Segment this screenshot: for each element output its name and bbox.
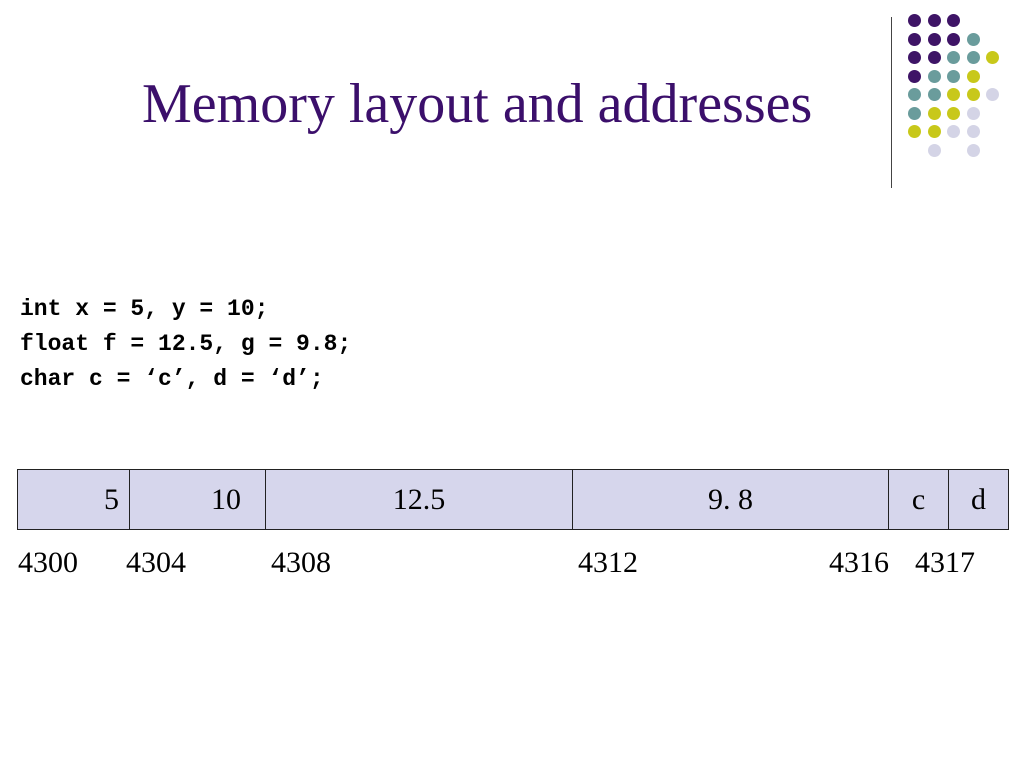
- decor-dot: [927, 69, 941, 83]
- memory-cell-d: d: [949, 470, 1009, 530]
- decor-dot: [947, 106, 960, 120]
- decor-dot: [927, 32, 941, 46]
- decor-dot: [947, 32, 960, 46]
- code-line-float: float f = 12.5, g = 9.8;: [20, 331, 352, 357]
- decor-dot: [927, 14, 941, 27]
- decor-dot: [966, 125, 980, 138]
- decor-dot: [927, 125, 941, 138]
- memory-cell-y: 10: [130, 470, 266, 530]
- decor-dot: [908, 69, 921, 83]
- address-label: 4300: [18, 546, 78, 579]
- decor-dot: [908, 125, 921, 138]
- address-label: 4304: [126, 546, 186, 579]
- decor-dot: [986, 51, 999, 64]
- decor-dot: [947, 88, 960, 101]
- decor-dot: [947, 14, 960, 27]
- decor-dot: [947, 125, 960, 138]
- decor-dot: [908, 88, 921, 101]
- decor-dot: [966, 143, 980, 157]
- memory-row: 5 10 12.5 9. 8 c d: [17, 469, 1009, 530]
- decor-dot: [908, 51, 921, 64]
- decor-dot: [908, 106, 921, 120]
- address-label: 4312: [578, 546, 638, 579]
- decor-dot: [947, 69, 960, 83]
- address-label: 4308: [271, 546, 331, 579]
- decor-dot: [966, 88, 980, 101]
- decor-dot: [966, 51, 980, 64]
- decor-dot: [908, 32, 921, 46]
- address-label: 4316: [829, 546, 889, 579]
- decor-dot: [908, 14, 921, 27]
- code-block: int x = 5, y = 10; float f = 12.5, g = 9…: [20, 292, 351, 397]
- memory-cell-c: c: [889, 470, 949, 530]
- memory-cell-f: 12.5: [266, 470, 573, 530]
- title-divider: [891, 17, 892, 188]
- decor-dot: [927, 88, 941, 101]
- decor-dot: [927, 106, 941, 120]
- decor-dot: [966, 106, 980, 120]
- slide-title: Memory layout and addresses: [142, 73, 813, 135]
- code-line-char: char c = ‘c’, d = ‘d’;: [20, 366, 324, 392]
- code-line-int: int x = 5, y = 10;: [20, 296, 269, 322]
- address-label: 4317: [915, 546, 975, 579]
- memory-cell-x: 5: [18, 470, 130, 530]
- decor-dot: [947, 51, 960, 64]
- decor-dot: [927, 143, 941, 157]
- decor-dot: [966, 69, 980, 83]
- memory-cell-g: 9. 8: [573, 470, 889, 530]
- decor-dot: [986, 88, 999, 101]
- decor-dot: [966, 32, 980, 46]
- decor-dot: [927, 51, 941, 64]
